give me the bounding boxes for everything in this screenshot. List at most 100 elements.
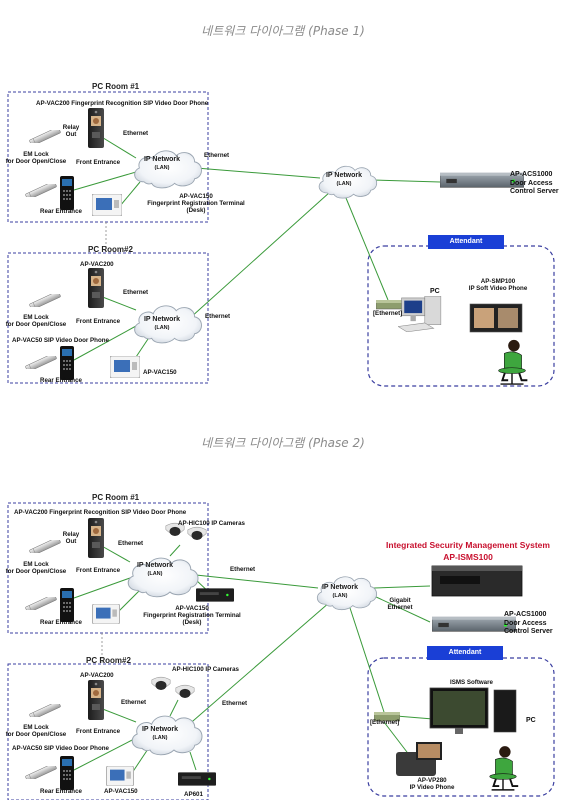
p1-vac150-label: AP-VAC150 (143, 369, 177, 376)
p2-link-room2-vac200-cloud (99, 707, 137, 723)
p1-rear-keypad-icon (60, 176, 74, 210)
p1-terminal-label: AP-VAC150 Fingerprint Registration Termi… (147, 193, 245, 214)
p1-link-vac200-cloud (99, 135, 137, 159)
p1-room2-rear-label: Rear Entrance (40, 377, 82, 384)
p2-room2-rear-emlock-icon (24, 766, 58, 779)
p1-room2-device-label: AP-VAC200 (80, 261, 114, 268)
p2-ethernet-a-label: Ethernet (230, 566, 256, 573)
phase2-title: 네트워크 다이아그램 (Phase 2) (201, 436, 365, 450)
p2-rear-label: Rear Entrance (40, 619, 82, 626)
p2-nvr-icon (196, 588, 234, 602)
p2-link-room1-main (195, 574, 319, 589)
p2-videophone-screen-icon (418, 744, 440, 758)
p1-room2-rear-emlock-icon (24, 356, 58, 369)
p2-rear-keypad-icon (60, 588, 74, 622)
p1-link-main-switch (345, 197, 389, 301)
p1-switch-label: [Ethernet] (373, 310, 403, 317)
p2-room2-camera2-icon (175, 684, 195, 699)
p2-link-main-switch (349, 607, 385, 713)
p2-link-switch-videophone (383, 721, 411, 757)
p2-link-vac200-cloud (99, 544, 131, 563)
p2-link-keypad-cloud (73, 577, 131, 599)
p2-room2-vac150-icon (106, 766, 134, 786)
p2-link-terminal-cloud (117, 589, 141, 613)
p2-attendant-badge: Attendant (427, 646, 503, 660)
p1-room1-ethernet-label: Ethernet (123, 130, 149, 137)
p2-gigabit-label: Gigabit Ethernet (387, 597, 413, 611)
p2-link-room2-cloud-ap601 (189, 751, 197, 771)
p1-softphone-video-left-icon (474, 308, 494, 328)
p2-room1-title: PC Room #1 (92, 493, 140, 502)
p2-link-cameras-cloud (169, 544, 181, 557)
p1-rear-emlock-icon (24, 184, 58, 197)
p1-link-room2-main (189, 191, 331, 319)
p1-room2-border (7, 252, 209, 384)
p1-room1-device-label: AP-VAC200 Fingerprint Recognition SIP Vi… (36, 100, 209, 107)
p2-isms-title: Integrated Security Management System (386, 540, 550, 550)
p1-room2-front-label: Front Entrance (76, 318, 121, 325)
p1-emlock-label: EM Lock for Door Open/Close (5, 151, 67, 165)
p2-room2-front-label: Front Entrance (76, 728, 121, 735)
p1-room2-title: PC Room#2 (88, 245, 133, 254)
p2-isms-model: AP-ISMS100 (443, 552, 493, 562)
p1-main-cloud-label: IP Network(LAN) (325, 172, 363, 187)
p2-room1-ethernet-label: Ethernet (118, 540, 144, 547)
p2-link-room2-keypad-cloud (73, 737, 137, 771)
p2-relay-label: Relay Out (62, 531, 80, 545)
p2-isms-software-label: ISMS Software (450, 679, 493, 686)
p2-room2-cameras-label: AP-HIC100 IP Cameras (172, 666, 239, 673)
p2-isms-monitor-screen-icon (433, 691, 485, 725)
p1-front-label: Front Entrance (76, 159, 121, 166)
p1-room1-border (7, 91, 209, 223)
p1-ethernet-a-label: Ethernet (204, 152, 230, 159)
p2-room2-border (7, 663, 209, 800)
p1-link-room2-vac200-cloud (99, 295, 137, 311)
p1-server-label: AP-ACS1000 Door Access Control Server (510, 171, 559, 195)
p2-link-main-server (373, 595, 431, 623)
p2-videophone-label: AP-VP280 IP Video Phone (409, 777, 455, 791)
p2-front-label: Front Entrance (76, 567, 121, 574)
p2-isms-monitor-stand-icon (455, 728, 463, 734)
p2-link-room2-main (185, 601, 331, 728)
p1-vac150-terminal-icon (92, 194, 122, 216)
p2-isms-server-top-icon (432, 566, 522, 571)
p2-vac150-label: AP-VAC150 (104, 788, 138, 795)
p1-attendant-person-icon (497, 338, 529, 386)
p1-emlock-icon (28, 130, 62, 143)
p2-pc-label: PC (526, 717, 536, 724)
p2-camera2-icon (187, 526, 207, 541)
p2-room2-cloud-label: IP Network(LAN) (141, 726, 179, 741)
p2-room2-vac200-doorphone-icon (88, 680, 104, 720)
p1-link-keypad-cloud (73, 171, 137, 191)
p2-emlock-label: EM Lock for Door Open/Close (5, 561, 67, 575)
p1-room1-cloud-label: IP Network(LAN) (143, 156, 181, 171)
p1-room1-title: PC Room #1 (92, 82, 140, 91)
p1-vac50-label: AP-VAC50 SIP Video Door Phone (12, 337, 109, 344)
p2-pc-tower-icon (493, 689, 517, 733)
p2-room1-device-label: AP-VAC200 Fingerprint Recognition SIP Vi… (14, 509, 187, 516)
p2-ap601-icon (178, 772, 216, 786)
p1-room2-vac200-doorphone-icon (88, 268, 104, 308)
p2-emlock-icon (28, 540, 62, 553)
p2-room1-cloud-label: IP Network(LAN) (136, 562, 174, 577)
p2-switch-label: [Ethernet] (370, 719, 400, 726)
p1-softphone-video-right-icon (498, 308, 518, 328)
p1-relay-label: Relay Out (62, 124, 80, 138)
p2-room2-emlock-icon (28, 704, 62, 717)
p1-room2-keypad-icon (60, 346, 74, 380)
p1-rear-label: Rear Entrance (40, 208, 82, 215)
p2-ethernet-b-label: Ethernet (222, 700, 248, 707)
p1-link-room1-main (195, 167, 321, 179)
phase1-title: 네트워크 다이아그램 (Phase 1) (201, 24, 365, 38)
p1-ethernet-b-label: Ethernet (205, 313, 231, 320)
p1-room2-cloud-label: IP Network(LAN) (143, 316, 181, 331)
p1-link-terminal-cloud (119, 181, 141, 207)
p1-room2-emlock-label: EM Lock for Door Open/Close (5, 314, 67, 328)
p1-switch-icon (376, 300, 402, 310)
p2-room2-rear-label: Rear Entrance (40, 788, 82, 795)
p1-attendant-badge: Attendant (428, 235, 504, 249)
p1-room2-emlock-icon (28, 294, 62, 307)
p1-softphone-label: AP-SMP100 IP Soft Video Phone (468, 278, 528, 292)
p2-terminal-label: AP-VAC150 Fingerprint Registration Termi… (143, 605, 241, 626)
